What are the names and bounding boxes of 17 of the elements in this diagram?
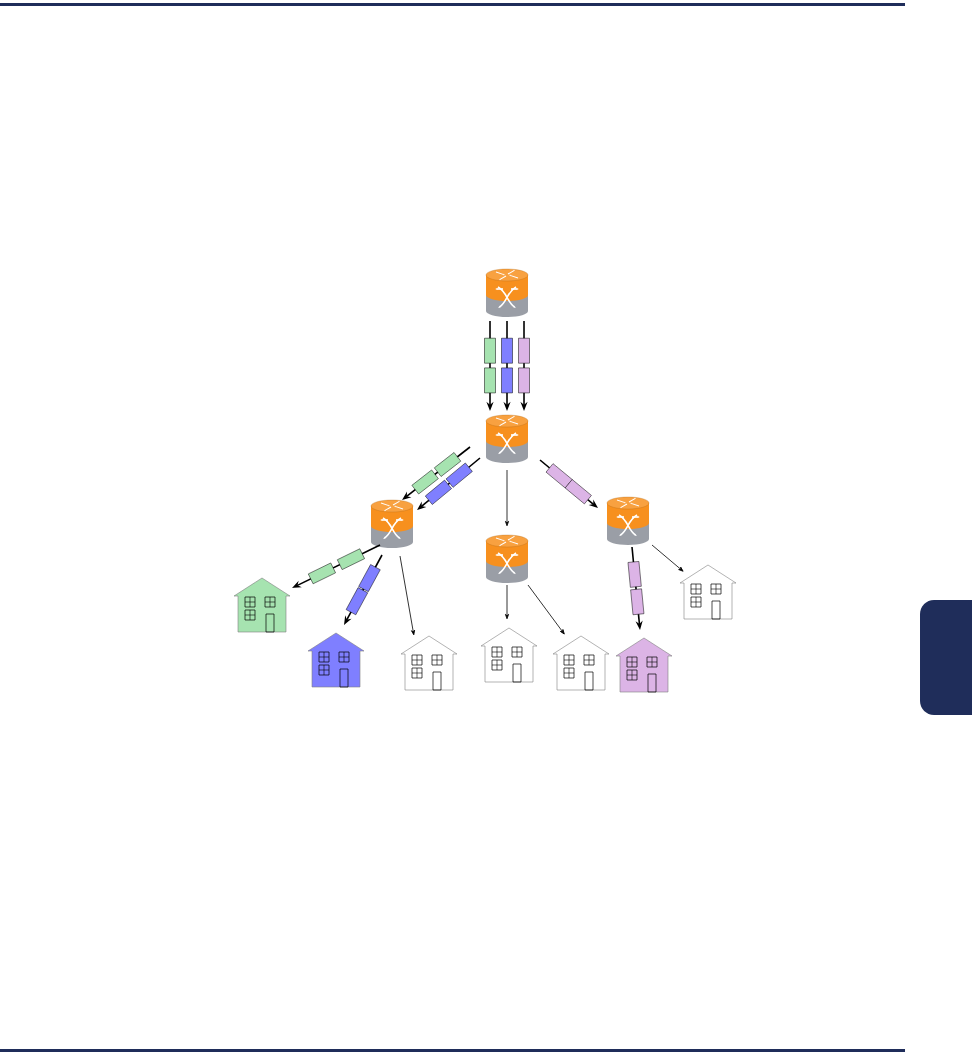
house-icon [615, 637, 673, 693]
arrow [399, 555, 415, 636]
house-icon [679, 564, 737, 620]
house-icon [552, 635, 610, 691]
router-icon [485, 534, 529, 583]
house-icon [480, 627, 538, 683]
router-icon [370, 499, 414, 548]
house-icon [400, 635, 458, 691]
router-icon [485, 268, 529, 317]
arrow [651, 544, 684, 572]
arrow [505, 584, 509, 620]
router-icon [485, 414, 529, 463]
router-icon [606, 496, 650, 545]
arrow [505, 469, 509, 527]
house-icon [307, 632, 365, 688]
arrow [527, 584, 565, 635]
house-icon [233, 577, 291, 633]
